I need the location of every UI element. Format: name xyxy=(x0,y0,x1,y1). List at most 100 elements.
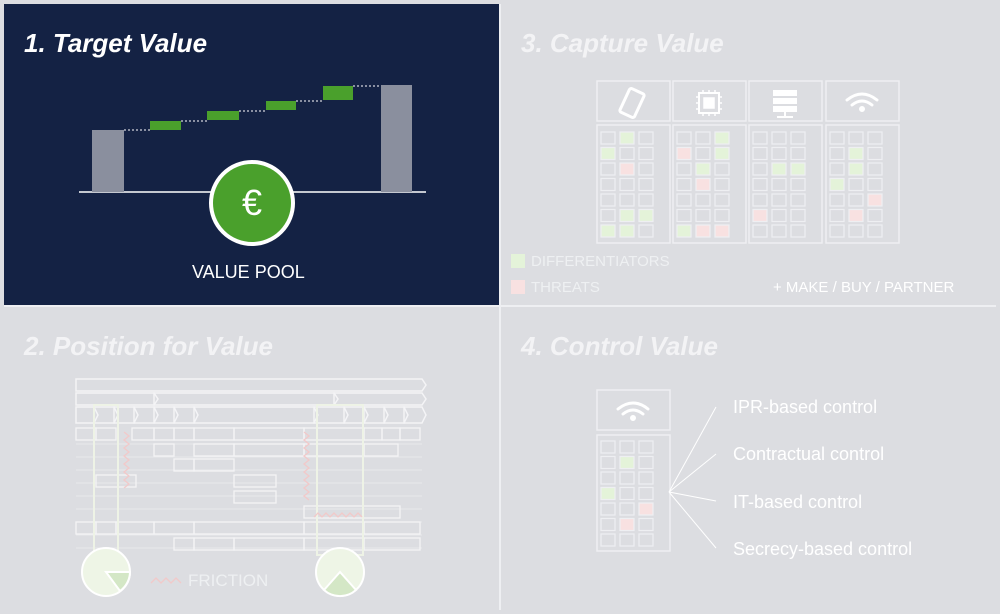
step-bar-2 xyxy=(207,111,239,120)
pie-right xyxy=(315,547,365,598)
legend-swatch-differentiators xyxy=(511,254,525,268)
control-cells xyxy=(600,440,654,547)
panel-control-value: 4. Control Value IPR-based control Contr… xyxy=(501,307,996,610)
matrix-cell xyxy=(771,193,787,207)
matrix-cell xyxy=(619,208,635,223)
matrix-cell xyxy=(638,440,654,454)
matrix-cell xyxy=(714,146,730,161)
matrix-cell xyxy=(790,193,806,207)
matrix-cell xyxy=(771,162,787,176)
panel-position-for-value: 2. Position for Value xyxy=(4,307,499,610)
matrix-cell xyxy=(676,131,692,145)
matrix-cell xyxy=(752,224,768,238)
matrix-cell xyxy=(867,162,883,176)
matrix-cell xyxy=(638,146,654,161)
control-label-it: IT-based control xyxy=(733,492,863,512)
matrix-cell xyxy=(600,131,616,145)
panel-target-value: 1. Target Value € VALUE POOL xyxy=(4,4,499,305)
matrix-cell xyxy=(619,162,635,176)
matrix-cell xyxy=(752,193,768,207)
chip-icon xyxy=(696,90,722,116)
friction-zigzags xyxy=(122,431,363,584)
matrix-cell xyxy=(619,177,635,192)
matrix-cell xyxy=(600,440,616,454)
matrix-cell xyxy=(638,533,654,547)
matrix-cell xyxy=(600,193,616,207)
matrix-cell xyxy=(790,177,806,192)
matrix-cell xyxy=(619,533,635,547)
matrix-cell xyxy=(619,440,635,454)
matrix-cell xyxy=(638,162,654,176)
matrix-cell xyxy=(695,162,711,176)
matrix-cell xyxy=(714,162,730,176)
matrix-cell xyxy=(619,471,635,485)
chain-arrow-top xyxy=(75,378,427,392)
matrix-cell xyxy=(600,533,616,547)
matrix-cell xyxy=(638,471,654,485)
matrix-cell xyxy=(714,208,730,223)
smartphone-icon xyxy=(618,86,646,120)
matrix-cell xyxy=(848,177,864,192)
friction-label: FRICTION xyxy=(188,571,269,590)
matrix-cell xyxy=(790,146,806,161)
server-icon xyxy=(773,90,797,118)
matrix-cell xyxy=(619,146,635,161)
control-label-secrecy: Secrecy-based control xyxy=(733,539,913,559)
matrix-cell xyxy=(695,208,711,223)
gantt-bars xyxy=(75,427,421,551)
matrix-cell xyxy=(829,193,845,207)
panel-title-capture-value: 3. Capture Value xyxy=(521,28,724,58)
matrix-cell xyxy=(867,208,883,223)
matrix-cell xyxy=(619,193,635,207)
capture-cells xyxy=(600,131,883,238)
matrix-cell xyxy=(619,455,635,470)
legend-swatch-threats xyxy=(511,280,525,294)
matrix-cell xyxy=(867,177,883,192)
matrix-cell xyxy=(771,224,787,238)
matrix-cell xyxy=(638,208,654,223)
matrix-cell xyxy=(867,224,883,238)
matrix-cell xyxy=(600,162,616,176)
matrix-cell xyxy=(752,131,768,145)
end-bar xyxy=(381,85,412,192)
matrix-cell xyxy=(638,131,654,145)
matrix-cell xyxy=(848,146,864,161)
matrix-cell xyxy=(619,486,635,501)
matrix-cell xyxy=(638,502,654,516)
matrix-cell xyxy=(714,224,730,238)
chain-arrow-row-3 xyxy=(75,406,427,424)
value-chain-graphic xyxy=(75,378,427,598)
capture-matrix-graphic xyxy=(511,80,900,294)
start-bar xyxy=(92,130,124,192)
matrix-cell xyxy=(676,146,692,161)
matrix-cell xyxy=(829,177,845,192)
matrix-cell xyxy=(638,193,654,207)
control-graphic xyxy=(596,389,717,552)
legend-differentiators: DIFFERENTIATORS xyxy=(531,253,670,270)
matrix-cell xyxy=(676,162,692,176)
matrix-cell xyxy=(600,517,616,532)
matrix-cell xyxy=(695,177,711,192)
matrix-cell xyxy=(600,502,616,516)
control-label-ipr: IPR-based control xyxy=(733,397,878,417)
legend-threats: THREATS xyxy=(531,279,600,296)
chain-arrow-row-2 xyxy=(75,392,427,406)
matrix-cell xyxy=(752,177,768,192)
matrix-cell xyxy=(676,224,692,238)
euro-icon: € xyxy=(241,182,263,223)
matrix-cell xyxy=(638,177,654,192)
panel-capture-value: 3. Capture Value xyxy=(501,4,996,305)
matrix-cell xyxy=(676,177,692,192)
matrix-cell xyxy=(848,224,864,238)
matrix-cell xyxy=(638,224,654,238)
matrix-cell xyxy=(829,224,845,238)
matrix-cell xyxy=(829,131,845,145)
step-bar-4 xyxy=(323,86,353,100)
matrix-cell xyxy=(771,146,787,161)
panel-title-target-value: 1. Target Value xyxy=(24,28,208,58)
matrix-cell xyxy=(867,146,883,161)
matrix-cell xyxy=(867,193,883,207)
matrix-cell xyxy=(829,146,845,161)
matrix-cell xyxy=(619,131,635,145)
